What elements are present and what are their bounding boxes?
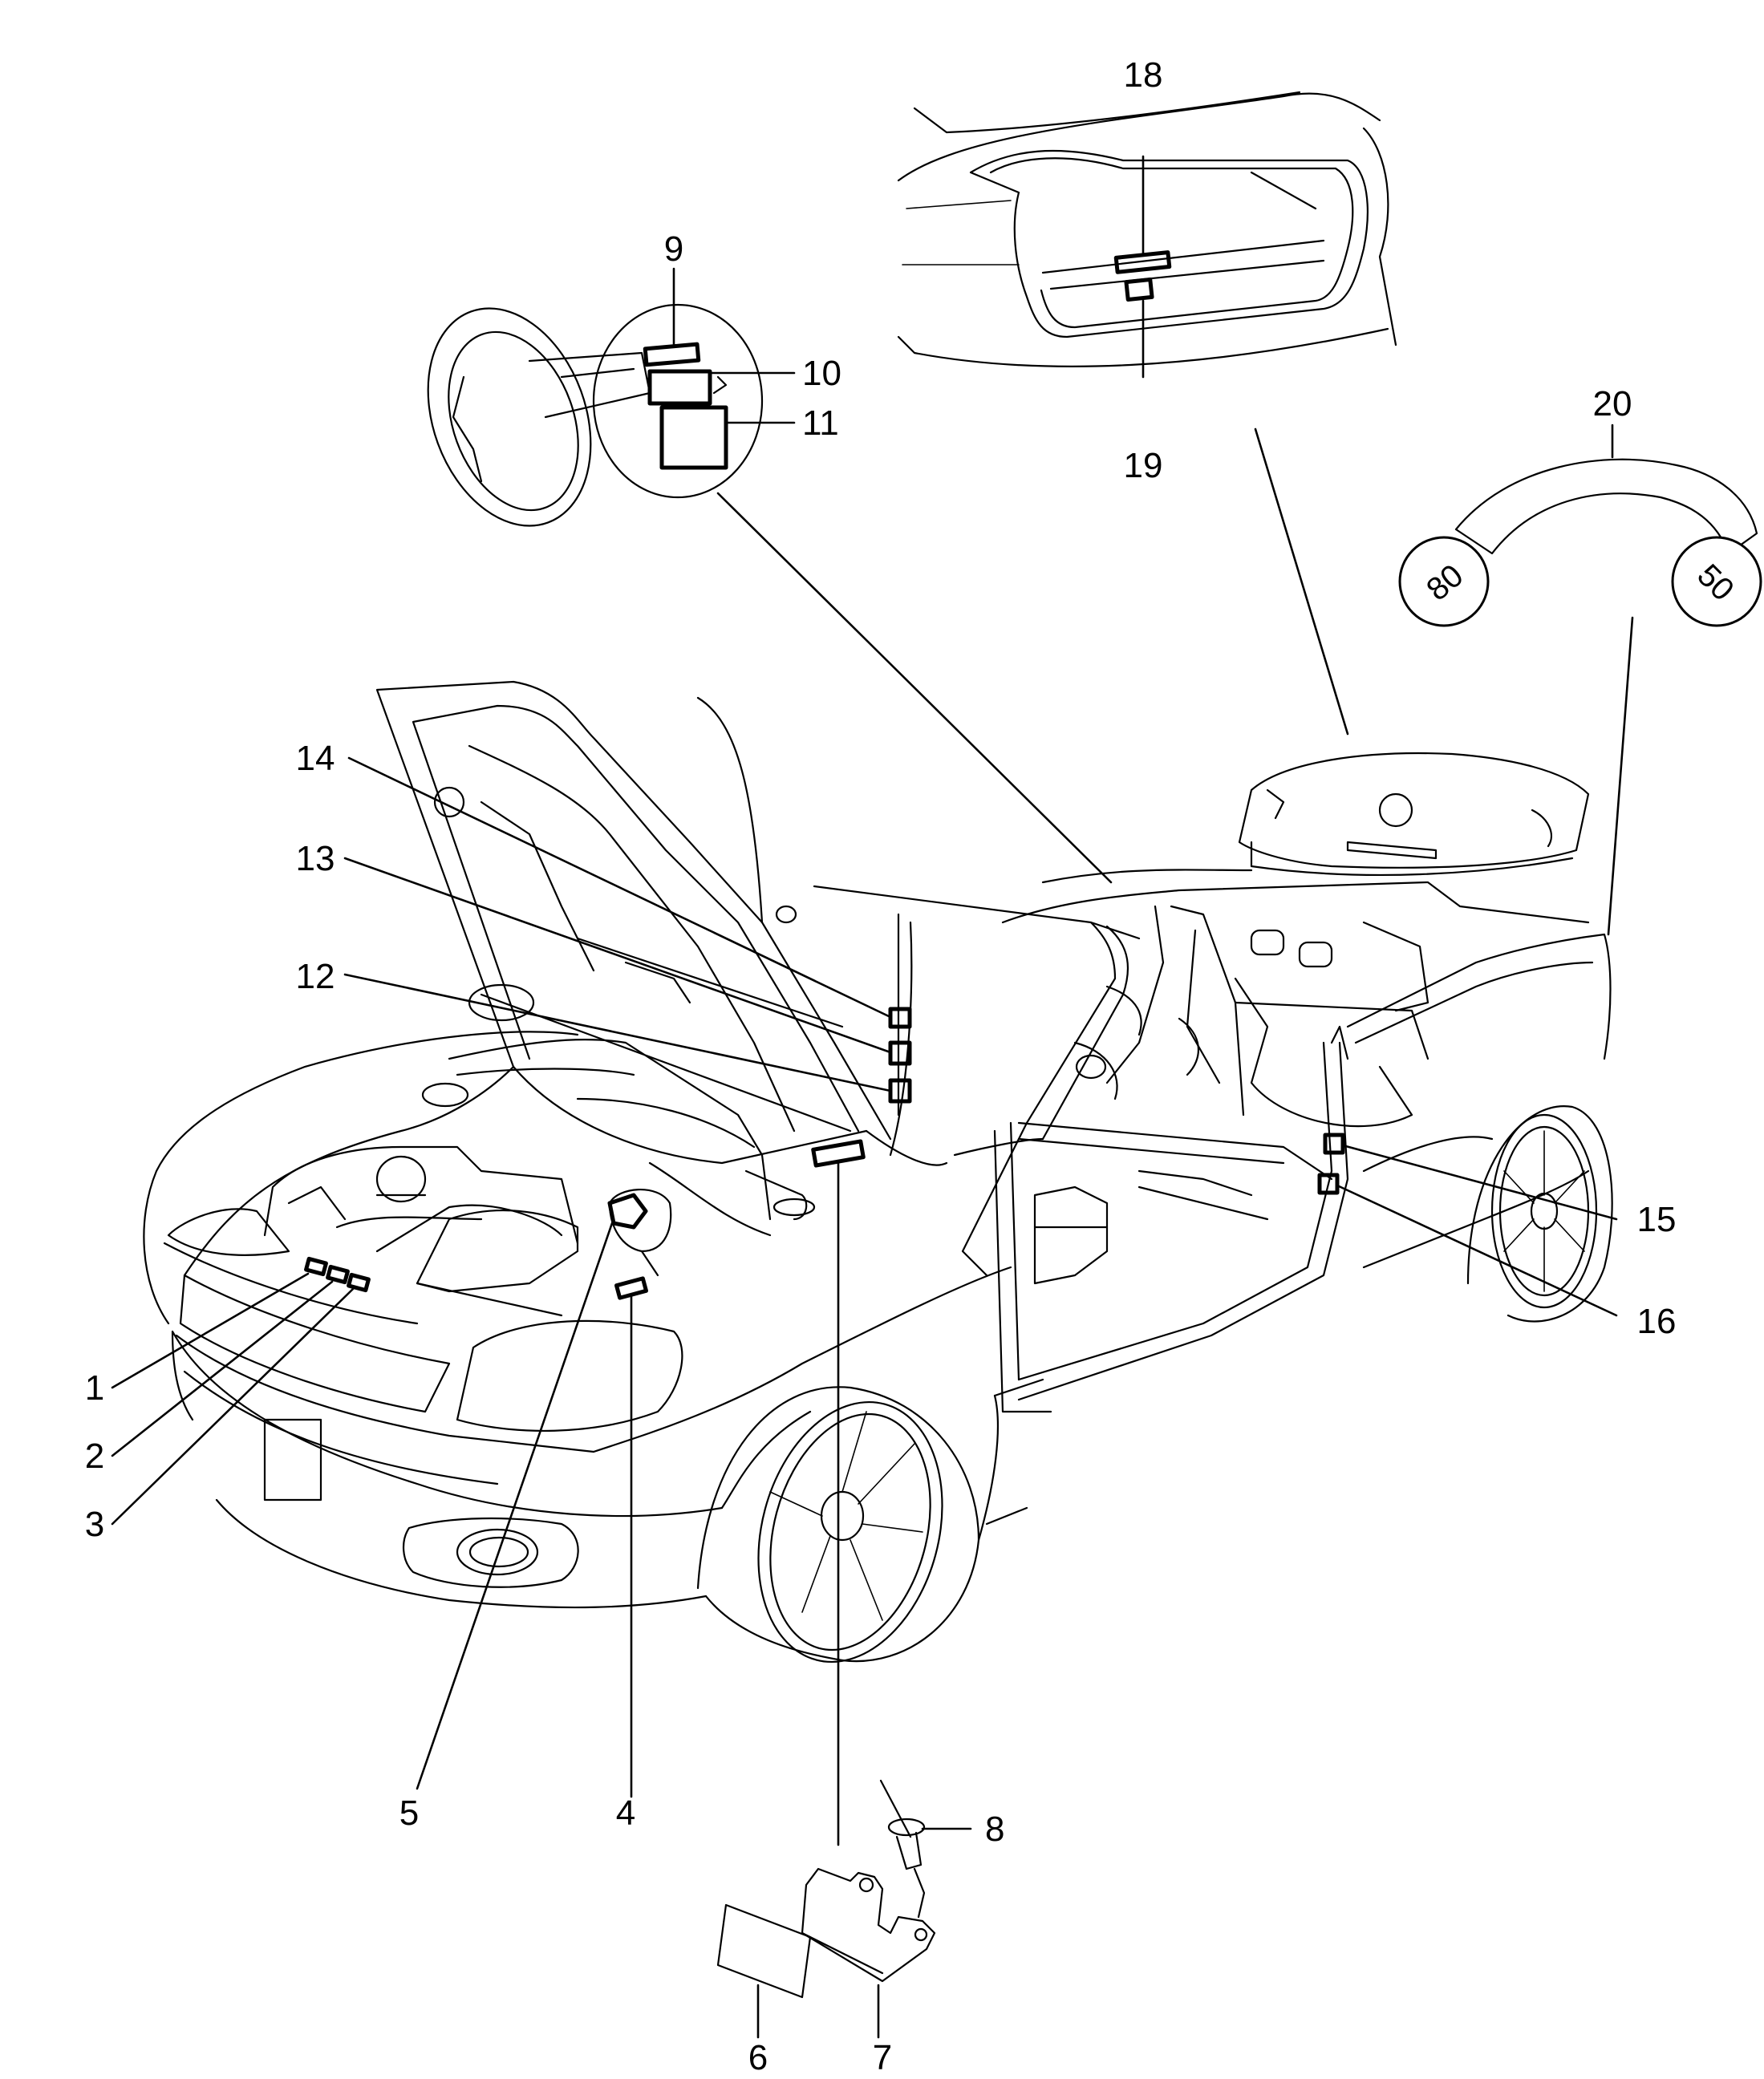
- label-18: [1113, 250, 1172, 274]
- label-11: [659, 405, 728, 470]
- label-16: [1317, 1173, 1340, 1195]
- rivet-part: [879, 1779, 926, 1919]
- callout-1: 1: [85, 1368, 104, 1408]
- label-5: [607, 1193, 648, 1230]
- callout-9: 9: [664, 229, 683, 269]
- label-1: [304, 1256, 328, 1277]
- label-19: [1124, 277, 1154, 302]
- trunk-detail: [897, 91, 1397, 367]
- label-3: [347, 1272, 371, 1293]
- callout-numbers: 1 2 3 4 5 6 7 8 9 10 11 12 13 14 15 16 1…: [85, 55, 1677, 2077]
- label-2: [326, 1264, 350, 1285]
- callout-2: 2: [85, 1437, 104, 1476]
- label-15: [1323, 1133, 1345, 1155]
- callout-16: 16: [1637, 1302, 1677, 1341]
- label-4: [614, 1276, 648, 1300]
- label-12: [888, 1078, 912, 1104]
- callout-6: 6: [748, 2038, 768, 2077]
- callout-14: 14: [296, 739, 335, 778]
- label-10: [647, 369, 712, 406]
- car-body: [143, 680, 1613, 1664]
- callout-8: 8: [985, 1810, 1004, 1849]
- label-9: [643, 342, 701, 367]
- fuel-flap-detail: [427, 303, 764, 527]
- label-14: [888, 1007, 912, 1029]
- callout-7: 7: [873, 2038, 892, 2077]
- callout-4: 4: [616, 1793, 635, 1833]
- callout-5: 5: [399, 1793, 419, 1833]
- callout-12: 12: [296, 957, 335, 996]
- callout-19: 19: [1124, 446, 1163, 485]
- callout-18: 18: [1124, 55, 1163, 95]
- label-7: [811, 1139, 866, 1168]
- speed-sticker: [1398, 458, 1762, 627]
- bracket-part: [801, 1867, 936, 1983]
- callout-15: 15: [1637, 1200, 1677, 1239]
- callout-10: 10: [802, 354, 841, 393]
- callout-13: 13: [296, 839, 335, 878]
- blank-label-part: [716, 1903, 812, 1999]
- callout-20: 20: [1593, 384, 1632, 424]
- callout-11: 11: [802, 403, 839, 443]
- callout-3: 3: [85, 1505, 104, 1544]
